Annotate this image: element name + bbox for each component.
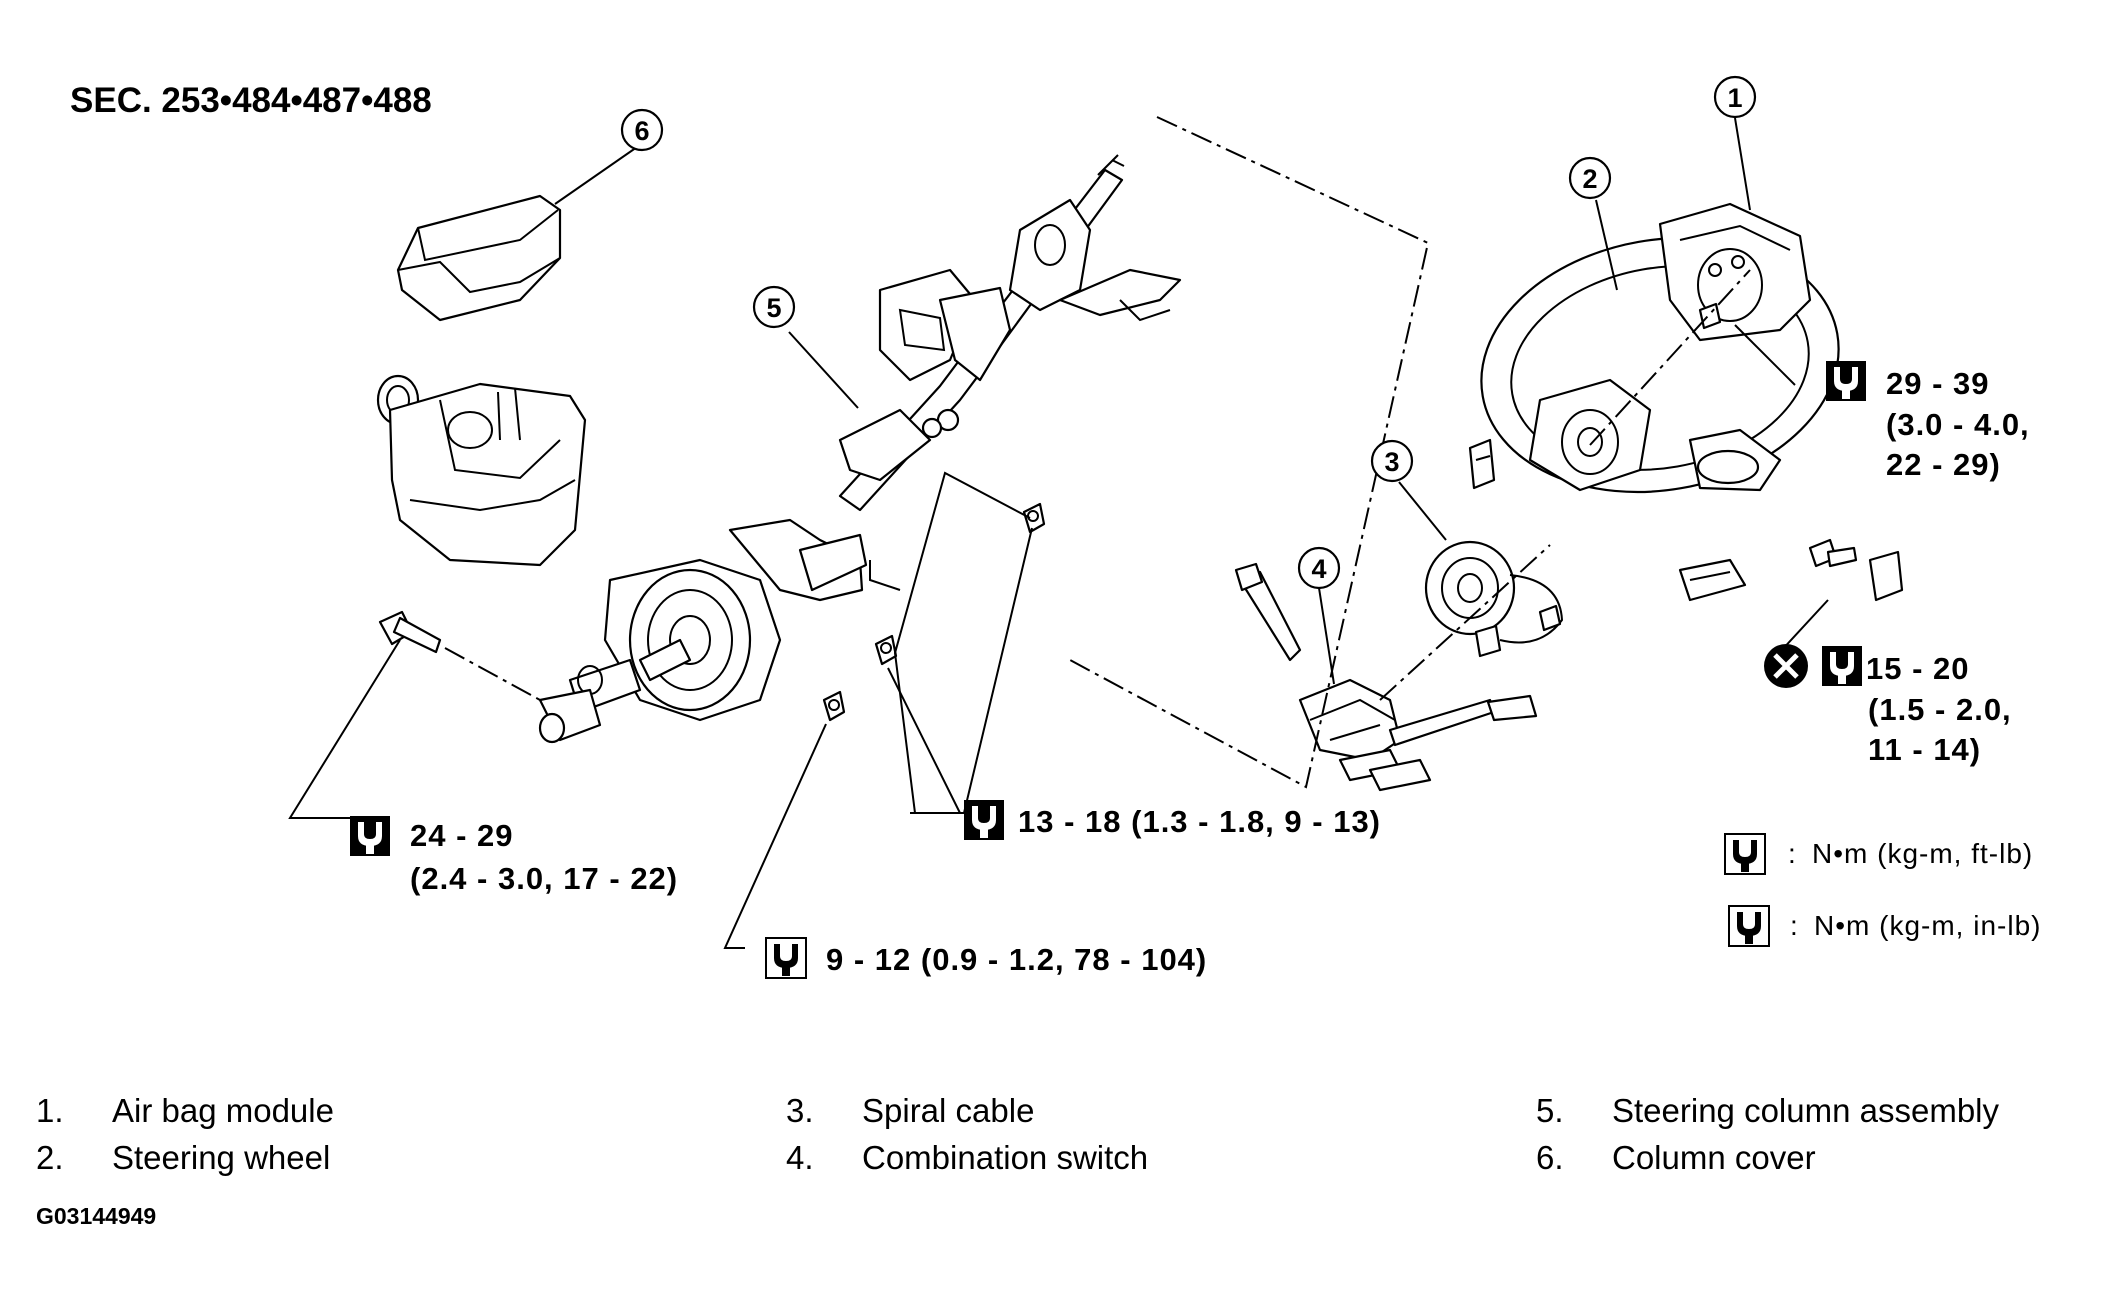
- torque-ft-lb-icon: [1822, 646, 1862, 686]
- svg-text::: :: [1788, 838, 1797, 869]
- callout-6: 6: [620, 108, 664, 152]
- svg-text::: :: [1790, 910, 1799, 941]
- torque-spec-column-mount: 13 - 18 (1.3 - 1.8, 9 - 13): [964, 800, 1381, 840]
- figure-id: G03144949: [36, 1203, 157, 1229]
- svg-text:13 - 18 (1.3 - 1.8, 9 - 13): 13 - 18 (1.3 - 1.8, 9 - 13): [1018, 804, 1381, 839]
- torque-ft-lb-icon: [964, 800, 1004, 840]
- unit-legend: : N•m (kg-m, ft-lb) : N•m (kg-m, in-lb): [1724, 833, 2041, 947]
- svg-text:29 - 39: 29 - 39: [1886, 366, 1990, 401]
- callout-1: 1: [1713, 75, 1757, 119]
- svg-text:2: 2: [1582, 164, 1597, 194]
- combination-switch-illustration: [1234, 562, 1538, 792]
- callout-2: 2: [1568, 156, 1612, 200]
- torque-ft-lb-icon: [350, 816, 390, 856]
- svg-text:9 - 12 (0.9 - 1.2, 78 - 104): 9 - 12 (0.9 - 1.2, 78 - 104): [826, 942, 1207, 977]
- torque-ft-lb-icon: [1724, 833, 1766, 875]
- svg-text:15 - 20: 15 - 20: [1866, 651, 1970, 686]
- do-not-reuse-icon: [1764, 644, 1808, 688]
- torque-spec-airbag-bolt: 29 - 39 (3.0 - 4.0, 22 - 29): [1826, 361, 2030, 482]
- svg-text:3: 3: [1384, 447, 1399, 477]
- column-alignment-frame: [1069, 116, 1430, 789]
- svg-text:1: 1: [1727, 83, 1742, 113]
- wheel-centerline: [1589, 269, 1751, 446]
- svg-text:5: 5: [766, 293, 781, 323]
- svg-text:(2.4 - 3.0, 17 - 22): (2.4 - 3.0, 17 - 22): [410, 861, 678, 896]
- svg-text:6: 6: [634, 116, 649, 146]
- torque-spec-joint-bolt: 24 - 29 (2.4 - 3.0, 17 - 22): [350, 816, 678, 896]
- fasteners-illustration: [378, 502, 1046, 722]
- steering-column-illustration: [538, 154, 1182, 744]
- torque-spec-lower-nut: 9 - 12 (0.9 - 1.2, 78 - 104): [765, 937, 1207, 979]
- callout-4: 4: [1297, 546, 1341, 590]
- torque-in-lb-icon: [765, 937, 807, 979]
- svg-text:24 - 29: 24 - 29: [410, 818, 514, 853]
- wheel-bolt-and-cover-illustration: [1678, 538, 1904, 602]
- svg-text:N•m (kg-m, in-lb): N•m (kg-m, in-lb): [1814, 910, 2041, 941]
- svg-text:11 - 14): 11 - 14): [1868, 732, 1981, 767]
- switch-centerline: [1379, 544, 1551, 701]
- section-title: SEC. 253•484•487•488: [70, 81, 432, 120]
- torque-ft-lb-icon: [1826, 361, 1866, 401]
- column-cover-illustration: [376, 194, 587, 567]
- svg-text:4: 4: [1311, 554, 1326, 584]
- torque-in-lb-icon: [1728, 905, 1770, 947]
- spiral-cable-illustration: [1424, 438, 1564, 658]
- callout-3: 3: [1370, 439, 1414, 483]
- torque-spec-wheel-nut: 15 - 20 (1.5 - 2.0, 11 - 14): [1764, 644, 2012, 767]
- svg-text:(1.5 - 2.0,: (1.5 - 2.0,: [1868, 692, 2012, 727]
- svg-text:N•m (kg-m, ft-lb): N•m (kg-m, ft-lb): [1812, 838, 2033, 869]
- callout-5: 5: [752, 285, 796, 329]
- air-bag-module-illustration: [1658, 202, 1812, 342]
- svg-text:22 - 29): 22 - 29): [1886, 447, 2001, 482]
- svg-text:(3.0 - 4.0,: (3.0 - 4.0,: [1886, 407, 2030, 442]
- joint-centerline: [444, 647, 541, 701]
